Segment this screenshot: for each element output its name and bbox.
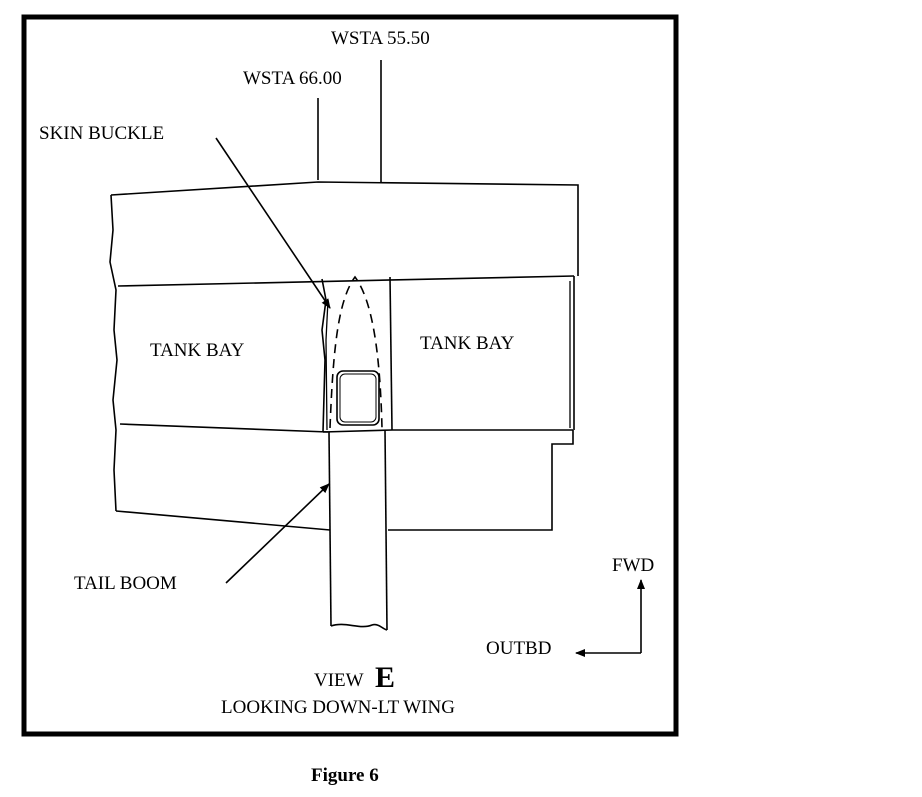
wing-outline	[109, 181, 579, 531]
view-caption-label: LOOKING DOWN-LT WING	[221, 697, 455, 718]
tank-bay-left-label: TANK BAY	[150, 340, 245, 361]
skin-buckle-arrow	[215, 137, 331, 309]
wsta-outer-label: WSTA 66.00	[243, 68, 342, 89]
view-letter-label: E	[375, 661, 395, 694]
view-prefix-label: VIEW	[314, 670, 364, 691]
fwd-label: FWD	[612, 555, 654, 576]
spar-box	[321, 276, 393, 433]
figure-frame	[21, 14, 679, 737]
wsta-inner-label: WSTA 55.50	[331, 28, 430, 49]
figure-caption: Figure 6	[311, 765, 379, 786]
tank-bay-right-label: TANK BAY	[420, 333, 515, 354]
tank-bay-band	[117, 275, 575, 433]
skin-buckle-label: SKIN BUCKLE	[39, 123, 164, 144]
tail-boom-shape	[328, 429, 388, 631]
tail-boom-label: TAIL BOOM	[74, 573, 177, 594]
access-panel	[336, 370, 380, 426]
orientation-indicator	[575, 579, 645, 657]
access-panel-inner	[339, 373, 377, 423]
tail-boom-arrow	[225, 483, 330, 584]
boom-nose-dashed	[329, 275, 383, 429]
outbd-label: OUTBD	[486, 638, 551, 659]
